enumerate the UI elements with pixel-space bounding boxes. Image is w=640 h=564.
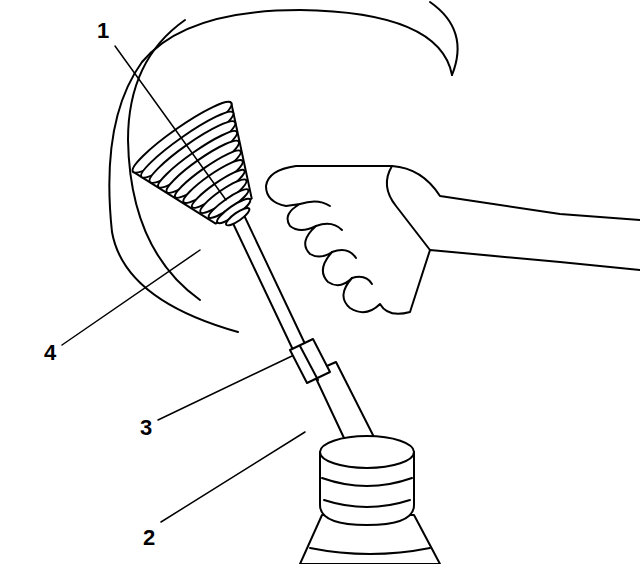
callout-number: 2 <box>143 525 155 550</box>
boot-clamp <box>224 205 252 228</box>
leader-line <box>161 432 305 522</box>
leader-line <box>115 46 226 200</box>
callout-anchor: 2 <box>143 525 155 550</box>
leader-line <box>62 250 200 345</box>
callout-anchor: 4 <box>44 340 56 365</box>
inner-tie-rod <box>230 211 306 352</box>
jam-nut <box>290 339 330 383</box>
callout-anchor: 3 <box>140 415 152 440</box>
gloved-hand <box>266 166 640 314</box>
leader-line <box>158 356 292 420</box>
callout-number: 1 <box>97 18 109 43</box>
leader-lines <box>62 46 305 522</box>
callout-number: 3 <box>140 415 152 440</box>
callout-number: 4 <box>44 340 56 365</box>
callout-anchor: 1 <box>97 18 109 43</box>
ball-joint <box>320 436 414 525</box>
